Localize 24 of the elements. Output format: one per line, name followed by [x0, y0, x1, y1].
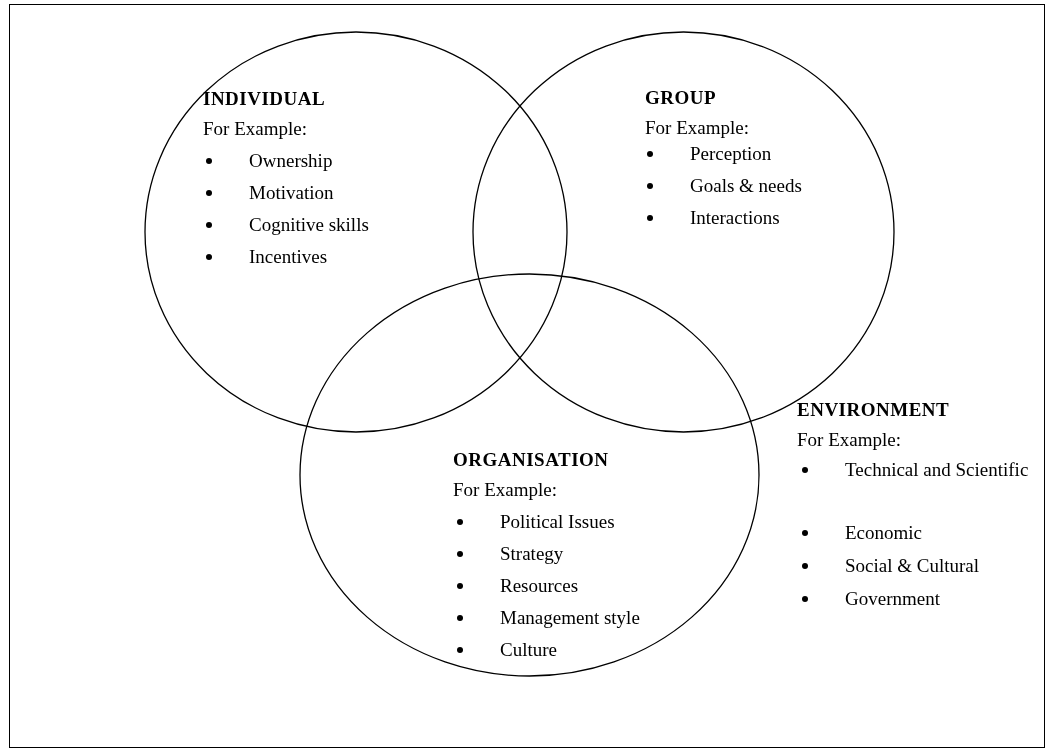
list-item: Political Issues — [500, 511, 616, 533]
list-item: Culture — [500, 639, 558, 661]
heading: ENVIRONMENT — [797, 399, 950, 421]
list-item: Motivation — [249, 182, 335, 204]
subheading: For Example: — [453, 479, 557, 501]
list-item: Management style — [500, 607, 641, 629]
list-item: Cognitive skills — [249, 214, 370, 236]
heading: ORGANISATION — [453, 449, 609, 471]
heading: GROUP — [645, 87, 717, 109]
list-item: Technical and Scientific — [845, 459, 1030, 481]
list-item: Economic — [845, 522, 924, 544]
list-item: Ownership — [249, 150, 334, 172]
list-item: Goals & needs — [690, 175, 803, 197]
subheading: For Example: — [203, 118, 307, 140]
heading: INDIVIDUAL — [203, 88, 326, 110]
list-item: Incentives — [249, 246, 329, 268]
list-item: Interactions — [690, 207, 781, 229]
subheading: For Example: — [797, 429, 901, 451]
list-item: Strategy — [500, 543, 565, 565]
list-item: Resources — [500, 575, 580, 597]
list-item: Government — [845, 588, 941, 610]
subheading: For Example: — [645, 117, 749, 139]
list-item: Perception — [690, 143, 773, 165]
list-item: Social & Cultural — [845, 555, 981, 577]
